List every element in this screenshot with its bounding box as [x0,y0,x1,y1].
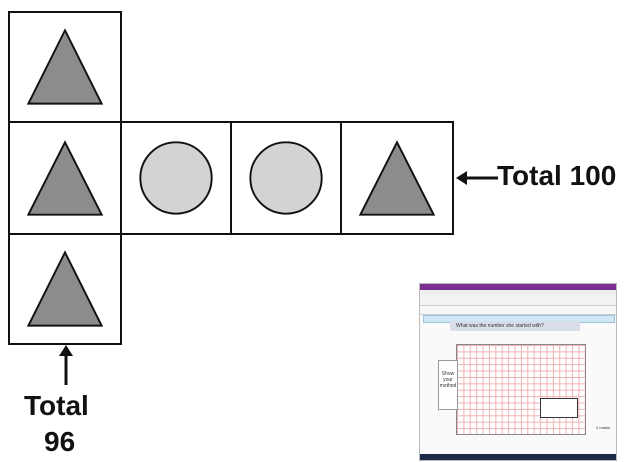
thumb-titlebar [420,284,616,290]
thumb-marks: 2 marks [596,425,611,430]
cell-middle-left-triangle [8,121,122,235]
cell-middle-circle-1 [120,121,232,235]
column-total-value: 96 [44,426,76,457]
thumb-method-label: Show your method [438,360,458,410]
thumb-toolbar-secondary [420,306,616,315]
cell-middle-circle-2 [230,121,342,235]
up-arrow-icon [59,345,73,385]
triangle-shape [26,28,104,105]
cell-bottom-triangle [8,233,122,345]
screenshot-thumbnail: What was the number she started with? Sh… [419,283,617,461]
left-arrow-icon [456,171,498,185]
circle-shape [139,141,213,215]
thumb-question: What was the number she started with? [450,321,580,331]
triangle-shape [26,140,104,216]
triangle-shape [26,250,104,327]
column-total-word: Total [24,390,89,421]
triangle-shape [358,140,436,216]
row-total-label: Total 100 [497,160,617,191]
thumb-taskbar [420,454,616,460]
circle-shape [249,141,323,215]
cell-top-triangle [8,11,122,123]
thumb-toolbar [420,295,616,306]
thumb-answer-box [540,398,578,418]
thumb-answer-grid [456,344,586,435]
cell-middle-right-triangle [340,121,454,235]
